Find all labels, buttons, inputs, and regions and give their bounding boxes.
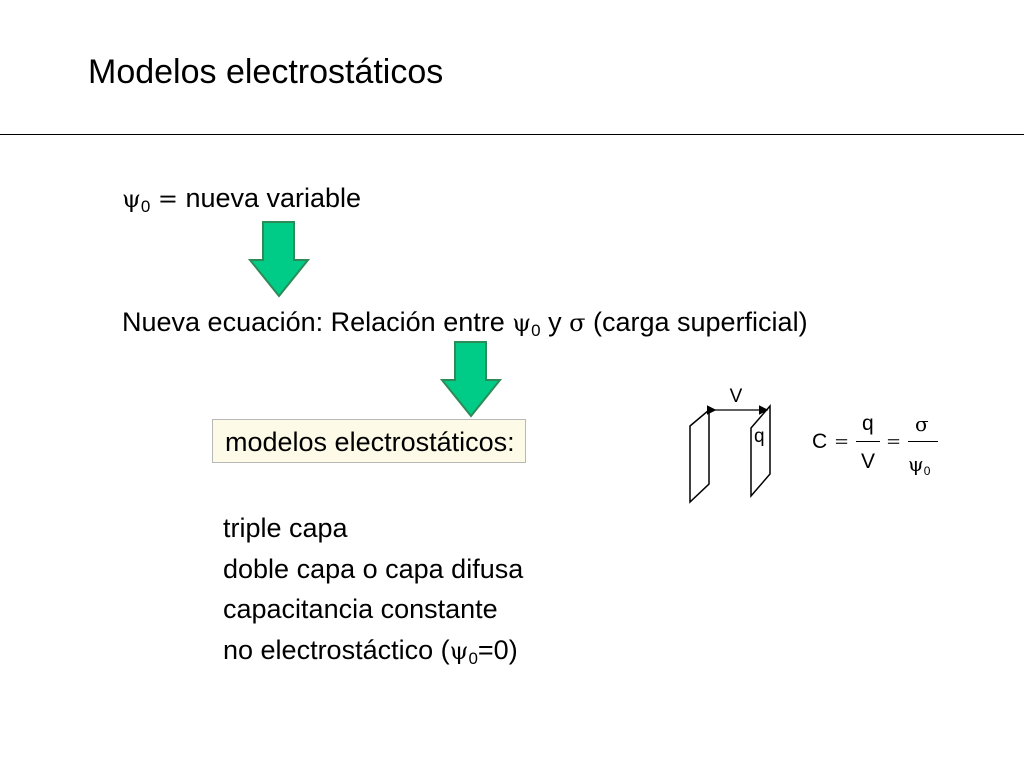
sigma-symbol: σ bbox=[569, 309, 586, 337]
formula-equals-1: = bbox=[834, 431, 850, 452]
psi-subscript: 0 bbox=[468, 648, 478, 668]
psi-symbol: ψ bbox=[122, 185, 141, 213]
down-arrow-1-icon bbox=[248, 221, 311, 298]
formula-fraction-bar-2 bbox=[908, 441, 938, 442]
models-list: triple capa doble capa o capa difusa cap… bbox=[223, 508, 523, 679]
formula-numerator-q: q bbox=[862, 412, 874, 435]
psi-subscript: 0 bbox=[923, 464, 931, 478]
equals-sign: = bbox=[157, 185, 178, 213]
psi-subscript: 0 bbox=[140, 197, 151, 216]
charge-label: q bbox=[754, 426, 765, 447]
models-heading-box: modelos electrostáticos: bbox=[212, 419, 526, 463]
psi-symbol: ψ bbox=[908, 452, 924, 476]
formula-denominator-v: V bbox=[861, 450, 876, 473]
equation-prefix: Nueva ecuación: Relación entre bbox=[122, 307, 505, 337]
voltage-label: V bbox=[730, 386, 743, 407]
psi-subscript: 0 bbox=[531, 321, 541, 340]
formula-fraction-bar-1 bbox=[856, 441, 880, 442]
model-item-triple-layer: triple capa bbox=[223, 513, 348, 543]
capacitor-plate-right bbox=[750, 403, 771, 499]
formula-capacitance: C bbox=[812, 430, 828, 453]
model-item-suffix: =0) bbox=[477, 634, 518, 665]
psi-symbol: ψ bbox=[512, 309, 532, 337]
capacitor-plate-left bbox=[689, 408, 710, 504]
down-arrow-2-shape bbox=[440, 341, 503, 418]
slide-title: Modelos electrostáticos bbox=[88, 53, 444, 91]
capacitor-diagram: V q bbox=[689, 386, 771, 504]
definition-line: ψ0 = nueva variable bbox=[122, 182, 361, 223]
down-arrow-1-shape bbox=[248, 221, 311, 298]
model-item-double-layer: doble capa o capa difusa bbox=[223, 553, 524, 584]
down-arrow-2-icon bbox=[440, 341, 503, 418]
formula-denominator-psi: ψ0 bbox=[908, 452, 930, 483]
formula-equals-2: = bbox=[886, 431, 902, 452]
model-item-prefix: no electrostáctico ( bbox=[223, 634, 450, 665]
psi-symbol: ψ bbox=[449, 636, 469, 665]
equation-line: Nueva ecuación: Relación entre ψ0 y σ (c… bbox=[122, 306, 808, 347]
conjunction: y bbox=[548, 307, 562, 337]
formula-numerator-sigma: σ bbox=[915, 412, 929, 436]
capacitance-formula: C = q V = σ ψ0 bbox=[812, 412, 952, 480]
definition-text: nueva variable bbox=[185, 183, 362, 213]
title-divider bbox=[0, 134, 1024, 135]
model-item-non-electrostatic: no electrostáctico (ψ0=0) bbox=[223, 630, 523, 680]
model-item-constant-capacitance: capacitancia constante bbox=[223, 594, 498, 624]
equation-suffix: (carga superficial) bbox=[592, 307, 808, 337]
